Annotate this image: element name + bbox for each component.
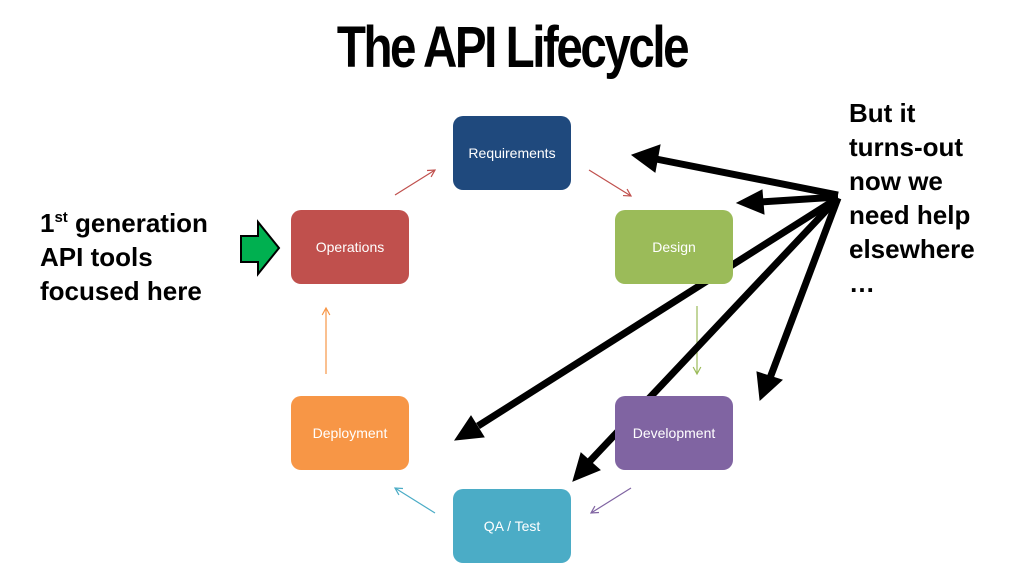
page-title: The API Lifecycle xyxy=(336,15,690,80)
cycle-arrow-operations-to-requirements xyxy=(394,169,436,196)
pointer-arrow-to-requirements xyxy=(655,155,839,199)
node-requirements[interactable]: Requirements xyxy=(453,116,571,190)
cycle-arrow-development-to-qa xyxy=(590,487,632,514)
left-callout: 1st generation API tools focused here xyxy=(40,206,208,308)
left-callout-line-1: 1st generation xyxy=(40,206,208,240)
cycle-arrow-requirements-to-design xyxy=(588,169,632,197)
cycle-arrow-qa-to-deployment xyxy=(394,487,436,514)
node-operations[interactable]: Operations xyxy=(291,210,409,284)
focus-arrow xyxy=(240,219,281,277)
pointer-arrows xyxy=(453,144,842,482)
right-callout-line-1: But it xyxy=(849,98,916,128)
cycle-arrow-deployment-to-operations-head xyxy=(321,306,331,316)
cycle-arrow-design-to-development-head xyxy=(692,366,702,376)
cycle-arrow-development-to-qa-head xyxy=(589,505,600,514)
pointer-arrow-to-development xyxy=(766,196,842,380)
pointer-arrowhead-development xyxy=(756,371,783,402)
node-requirements-label: Requirements xyxy=(468,145,556,161)
left-callout-line-2: API tools xyxy=(40,242,153,272)
pointer-arrowhead-deployment xyxy=(453,415,485,441)
right-callout-line-4: need help xyxy=(849,200,971,230)
left-callout-ordinal: 1 xyxy=(40,208,55,238)
node-development[interactable]: Development xyxy=(615,396,733,470)
cycle-arrow-operations-to-requirements-head xyxy=(426,169,437,178)
left-callout-superscript: st xyxy=(54,209,68,226)
node-deployment-label: Deployment xyxy=(312,425,388,441)
right-callout: But it turns-out now we need help elsewh… xyxy=(849,96,975,300)
node-qa-test[interactable]: QA / Test xyxy=(453,489,571,563)
node-design-label: Design xyxy=(652,239,696,255)
pointer-arrow-to-design xyxy=(759,193,839,206)
node-deployment[interactable]: Deployment xyxy=(291,396,409,470)
cycle-arrow-requirements-to-design-head xyxy=(622,188,633,197)
pointer-arrowhead-qa xyxy=(572,452,601,482)
left-callout-line-3: focused here xyxy=(40,276,202,306)
node-operations-label: Operations xyxy=(315,239,385,255)
right-callout-line-2: turns-out xyxy=(849,132,964,162)
right-callout-line-5: elsewhere xyxy=(849,234,975,264)
pointer-arrowhead-requirements xyxy=(630,144,661,173)
cycle-arrow-qa-to-deployment-head xyxy=(393,487,404,496)
left-callout-line-1-rest: generation xyxy=(67,208,208,238)
node-qa-test-label: QA / Test xyxy=(483,518,541,534)
pointer-arrow-to-deployment xyxy=(476,195,840,429)
node-design[interactable]: Design xyxy=(615,210,733,284)
right-callout-line-3: now we xyxy=(849,166,943,196)
right-callout-line-6: … xyxy=(849,268,875,298)
node-development-label: Development xyxy=(632,425,716,441)
pointer-arrowhead-design xyxy=(735,189,765,215)
